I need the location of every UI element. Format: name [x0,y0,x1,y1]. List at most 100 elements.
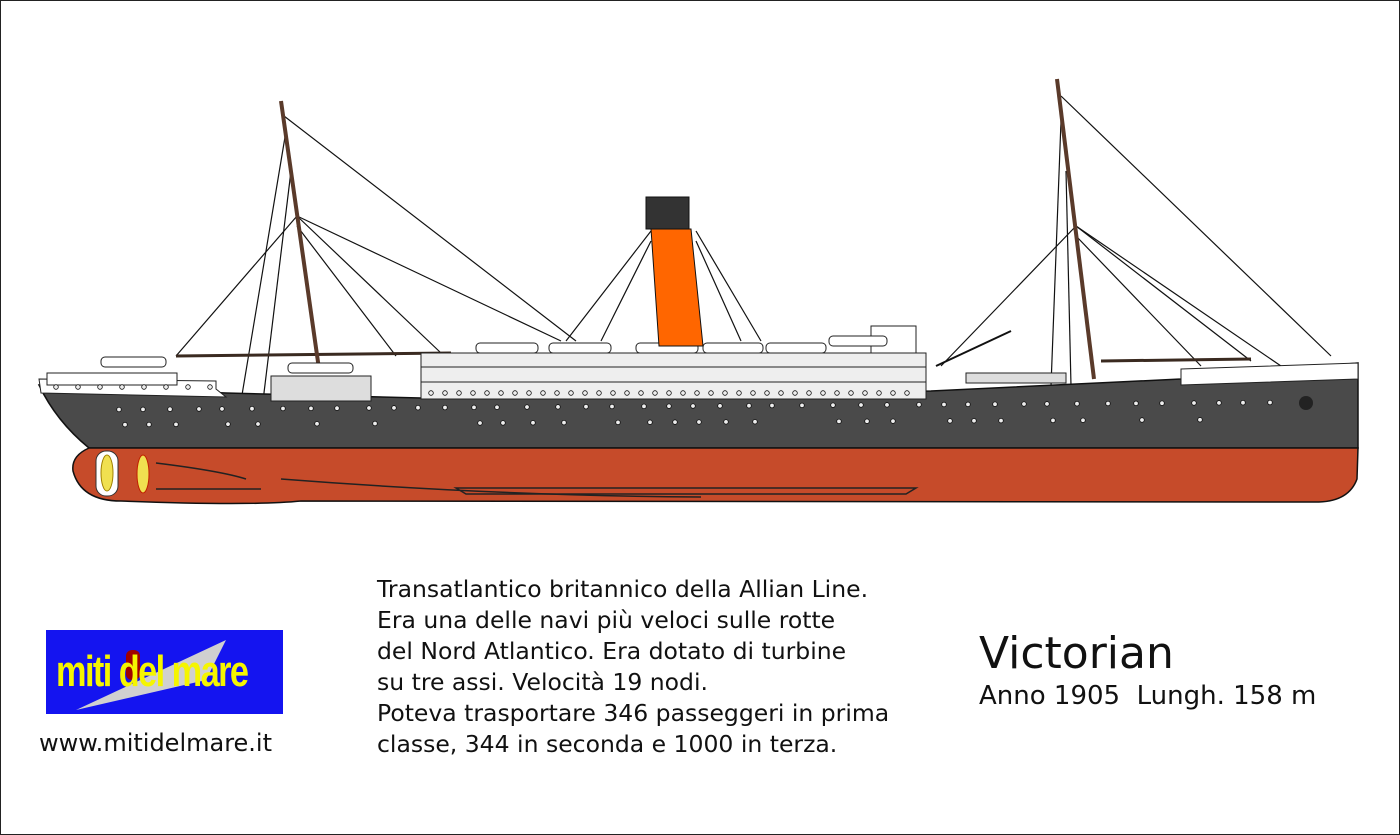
porthole [723,419,729,425]
porthole [280,405,286,412]
porthole [1044,401,1050,407]
midship-superstructure [420,352,927,400]
porthole [666,403,672,409]
porthole [864,418,870,424]
porthole [830,402,836,408]
porthole [904,390,910,396]
porthole [641,403,647,410]
aft-mast [279,100,321,370]
porthole [442,390,448,396]
porthole [694,390,700,396]
porthole [140,406,146,413]
porthole [1240,399,1246,406]
description-line: del Nord Atlantico. Era dotato di turbin… [377,637,847,665]
porthole [848,390,854,396]
porthole [834,390,840,396]
porthole [524,404,530,410]
ship-year-length: Anno 1905 Lungh. 158 m [979,681,1317,711]
porthole [97,384,103,390]
porthole [792,390,798,396]
ship-description: Transatlantico britannico della Allian L… [377,574,889,760]
forecastle [1180,362,1359,386]
website-link[interactable]: www.mitidelmare.it [39,729,273,757]
porthole [666,390,672,396]
porthole [1080,417,1086,423]
porthole [471,404,477,411]
porthole [752,419,758,425]
porthole [119,384,125,390]
porthole [890,390,896,396]
lifeboat [287,362,354,374]
porthole [415,405,421,411]
anchor-icon [1299,396,1313,410]
description-line: classe, 344 in seconda e 1000 in terza. [377,730,838,758]
porthole [75,384,81,390]
porthole [249,406,255,412]
porthole [141,384,147,390]
porthole [314,421,320,427]
porthole [530,420,536,426]
porthole [122,421,128,428]
porthole [947,418,953,424]
porthole [736,390,742,396]
porthole [255,421,261,427]
porthole [672,419,678,425]
porthole [615,419,621,426]
porthole [163,384,169,390]
portholes [53,384,1273,428]
description-line: su tre assi. Velocità 19 nodi. [377,668,708,696]
porthole [764,390,770,396]
porthole [207,384,213,390]
porthole [596,390,602,396]
funnel-top [645,196,690,230]
porthole [708,390,714,396]
porthole [1267,399,1273,406]
porthole [992,401,998,407]
logo[interactable]: miti del mare [46,630,283,714]
porthole [391,405,397,411]
porthole [610,390,616,396]
porthole [334,405,340,411]
logo-text: miti del mare [56,647,249,696]
porthole [778,390,784,396]
porthole [167,406,173,412]
porthole [971,418,977,424]
ship-name: Victorian [979,628,1174,679]
porthole [799,402,805,409]
porthole [442,404,448,411]
porthole [500,420,506,426]
porthole [372,420,378,427]
porthole [308,405,314,412]
porthole [540,390,546,396]
porthole [561,419,567,426]
porthole [146,421,152,428]
lifeboat [100,356,167,368]
porthole [609,403,615,410]
description-line: Era una delle navi più veloci sulle rott… [377,606,836,634]
porthole [1216,400,1222,406]
porthole [526,390,532,396]
deckhouse [270,375,372,402]
porthole [722,390,728,396]
porthole [820,390,826,396]
porthole [512,390,518,396]
bilge-keel [453,487,919,495]
porthole [116,406,122,413]
porthole [366,405,372,411]
porthole [941,401,947,408]
porthole [746,402,752,409]
porthole [219,406,225,412]
porthole [890,418,896,424]
porthole [185,384,191,390]
porthole [1074,401,1080,407]
rigging-lines [175,95,1332,402]
porthole [498,390,504,396]
porthole [624,390,630,396]
porthole [494,404,500,410]
porthole [769,402,775,409]
porthole [484,390,490,396]
hull-lower [72,447,1359,505]
propeller-icon [100,454,114,492]
